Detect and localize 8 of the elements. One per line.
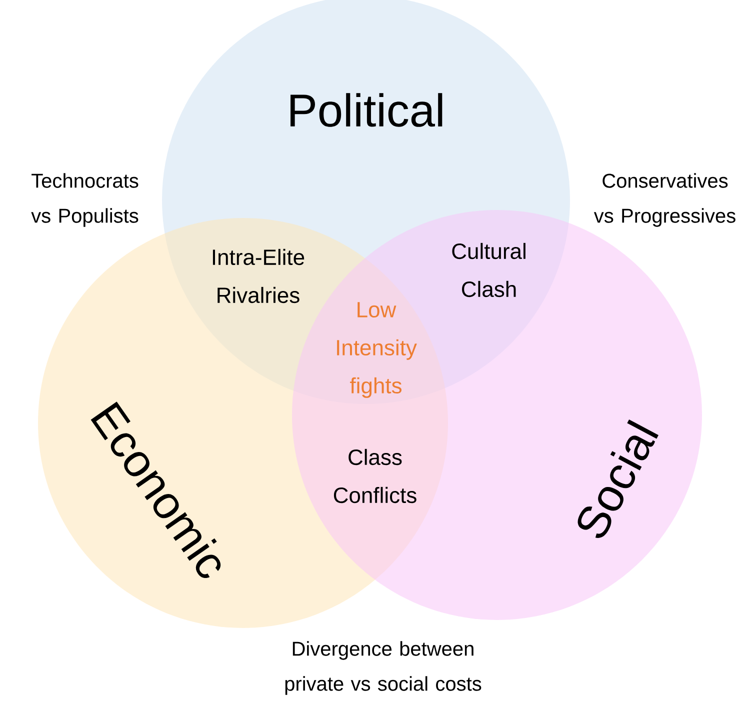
region-label: Divergence between private vs social costs — [285, 641, 482, 695]
circle-title: Political — [290, 93, 442, 127]
region-label: Intra-Elite Rivalries — [212, 248, 304, 304]
region-label: Class Conflicts — [334, 448, 416, 504]
region-label: Low Intensity fights — [337, 302, 417, 398]
region-label: Cultural Clash — [452, 242, 526, 298]
region-label: Technocrats vs Populists — [31, 173, 138, 227]
region-label: Conservatives vs Progressives — [594, 173, 736, 227]
